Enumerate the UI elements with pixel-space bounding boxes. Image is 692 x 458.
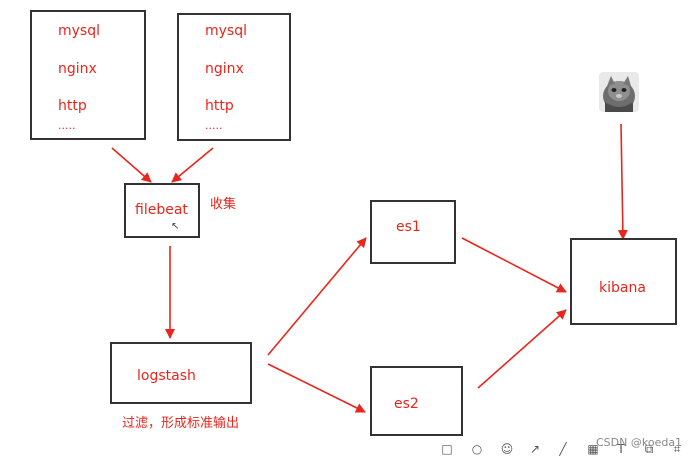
- line-icon[interactable]: ╱: [559, 442, 567, 456]
- mosaic-icon[interactable]: ▦: [587, 442, 599, 456]
- logstash-label: logstash: [137, 368, 196, 384]
- es2-box: es2: [370, 366, 463, 436]
- source-item: mysql: [58, 23, 100, 39]
- source-item: nginx: [205, 61, 244, 77]
- logstash-box: logstash: [110, 342, 252, 404]
- user-avatar: [599, 72, 639, 112]
- filebeat-label: filebeat: [135, 202, 188, 218]
- source-item: .....: [205, 119, 223, 132]
- arrow-icon[interactable]: ↗: [529, 442, 541, 456]
- es2-label: es2: [394, 396, 419, 412]
- filebeat-box: filebeat ↖: [124, 183, 200, 238]
- arrow-logstash-to-es1: [267, 237, 367, 356]
- arrow-logstash-to-es2: [267, 363, 366, 413]
- circle-icon[interactable]: ○: [471, 442, 483, 456]
- source-item: mysql: [205, 23, 247, 39]
- arrow-es2-to-kibana: [477, 309, 567, 389]
- es1-box: es1: [370, 200, 456, 264]
- crop-icon[interactable]: ⌗: [673, 442, 681, 456]
- source-box-2: mysql nginx http .....: [177, 13, 291, 141]
- square-icon[interactable]: □: [441, 442, 453, 456]
- arrow-source2-to-filebeat: [171, 147, 214, 183]
- smiley-icon[interactable]: ☺: [500, 442, 514, 456]
- source-item: nginx: [58, 61, 97, 77]
- arrow-avatar-to-kibana: [617, 123, 628, 240]
- filebeat-note: 收集: [210, 197, 237, 212]
- annotation-toolbar: □ ○ ☺ ↗ ╱ ▦ T ⧉ ⌗: [438, 442, 692, 458]
- arrow-source1-to-filebeat: [111, 147, 152, 183]
- source-item: http: [58, 98, 87, 114]
- text-icon[interactable]: T: [617, 442, 625, 456]
- kibana-box: kibana: [570, 238, 677, 325]
- es1-label: es1: [396, 219, 421, 235]
- watermark: CSDN @koeda1: [596, 436, 683, 449]
- logstash-note: 过滤，形成标准输出: [122, 416, 240, 431]
- copy-icon[interactable]: ⧉: [644, 442, 654, 456]
- source-item: .....: [58, 119, 76, 132]
- source-item: http: [205, 98, 234, 114]
- source-box-1: mysql nginx http .....: [30, 10, 146, 140]
- arrow-es1-to-kibana: [461, 237, 567, 293]
- cursor-icon: ↖: [171, 221, 180, 232]
- kibana-label: kibana: [599, 280, 646, 296]
